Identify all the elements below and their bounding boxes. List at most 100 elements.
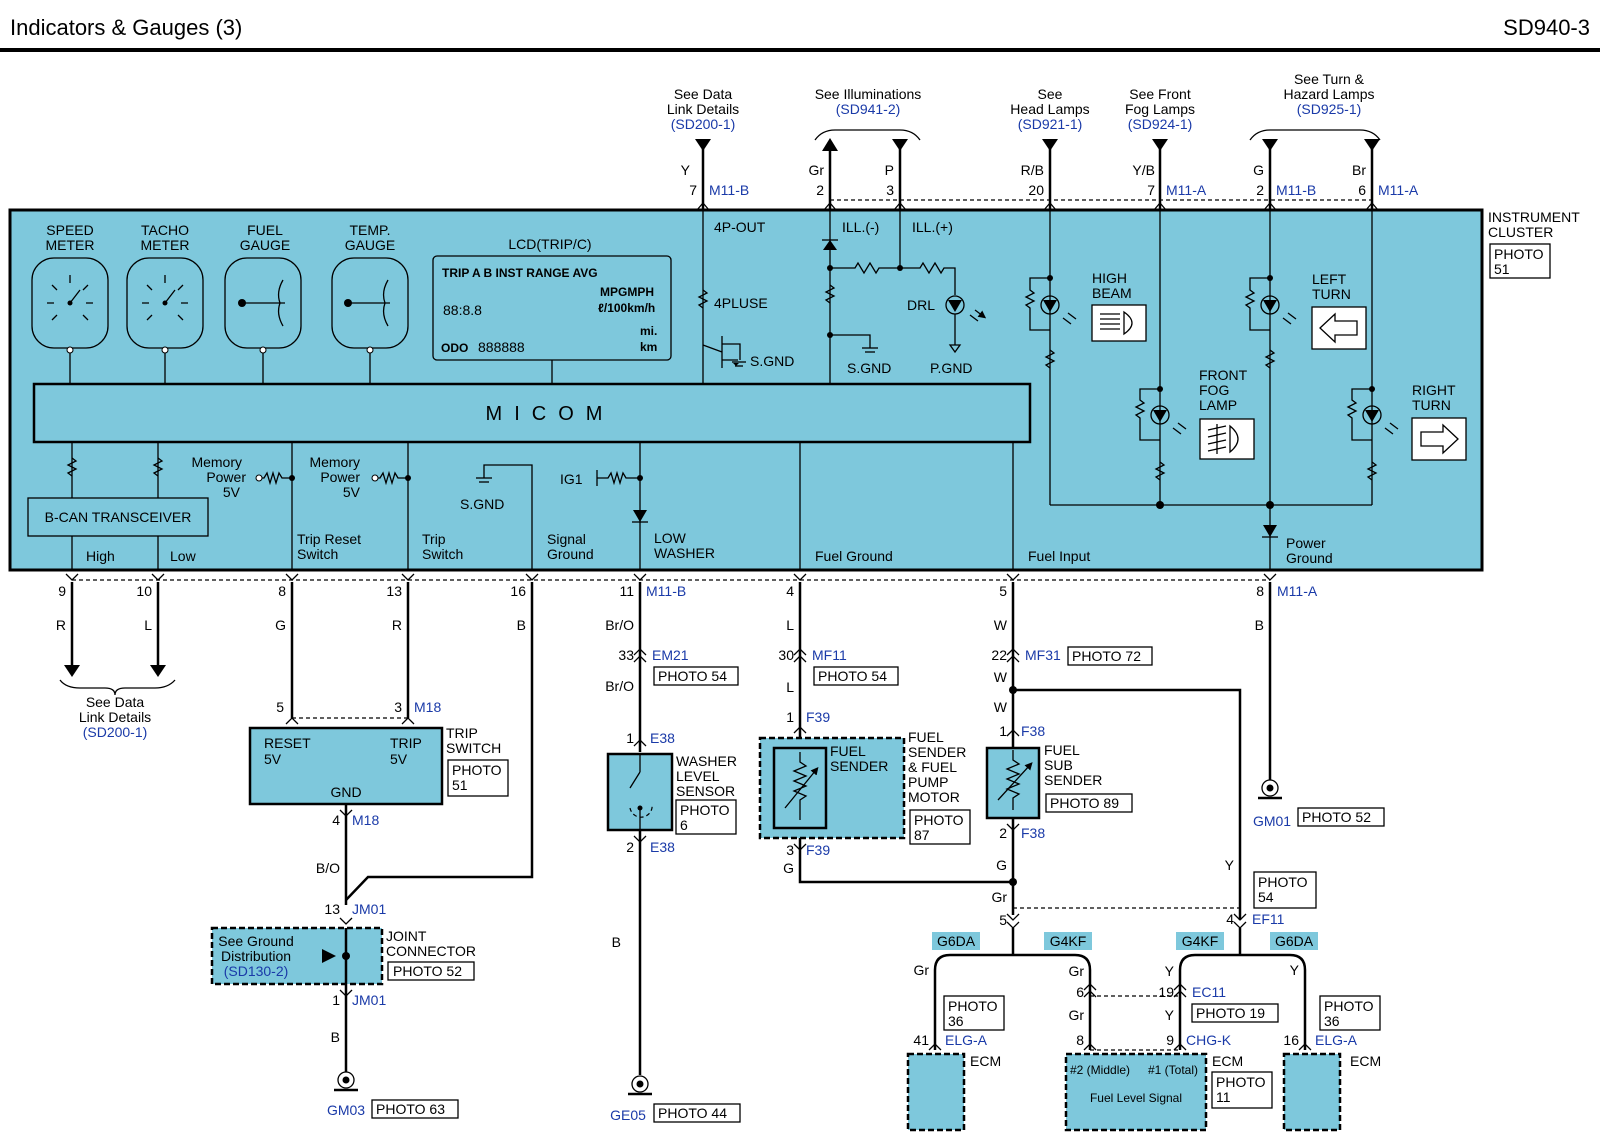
svg-text:EF11: EF11 <box>1252 911 1285 927</box>
svg-text:MPGMPH: MPGMPH <box>600 285 654 299</box>
front-fog-indicator: FRONT FOG LAMP <box>1134 367 1255 481</box>
svg-text:9: 9 <box>1166 1032 1174 1048</box>
page-code: SD940-3 <box>1503 15 1590 40</box>
svg-text:GM01: GM01 <box>1253 813 1291 829</box>
svg-text:Y: Y <box>1225 857 1235 873</box>
svg-text:(SD200-1): (SD200-1) <box>671 116 736 132</box>
svg-text:M11-B: M11-B <box>709 182 749 198</box>
svg-text:TRIP A B INST RANGE AVG: TRIP A B INST RANGE AVG <box>442 266 598 280</box>
svg-text:888888: 888888 <box>478 339 525 355</box>
svg-text:ODO: ODO <box>441 341 468 355</box>
svg-text:S.GND: S.GND <box>847 360 891 376</box>
svg-text:B: B <box>612 934 621 950</box>
svg-text:Y: Y <box>1165 1007 1175 1023</box>
high-beam-indicator: HIGH BEAM <box>1024 210 1147 505</box>
svg-text:2: 2 <box>816 182 824 198</box>
svg-text:M18: M18 <box>414 699 441 715</box>
cluster-label-2: CLUSTER <box>1488 224 1553 240</box>
svg-text:(SD925-1): (SD925-1) <box>1297 101 1362 117</box>
svg-text:GND: GND <box>330 784 361 800</box>
svg-text:Trip: Trip <box>422 531 446 547</box>
svg-text:Low: Low <box>170 548 197 564</box>
svg-text:BEAM: BEAM <box>1092 285 1132 301</box>
ref-head-lamps: See Head Lamps (SD921-1) <box>1010 86 1089 132</box>
svg-text:8: 8 <box>1256 583 1264 599</box>
trip-switch-component: 5 3 M18 RESET 5V TRIP 5V GND TRIP SWITCH… <box>248 582 509 905</box>
svg-text:EM21: EM21 <box>652 647 689 663</box>
svg-text:33: 33 <box>618 647 634 663</box>
svg-text:PHOTO: PHOTO <box>1216 1074 1266 1090</box>
svg-text:M11-A: M11-A <box>1277 583 1318 599</box>
svg-text:HIGH: HIGH <box>1092 270 1127 286</box>
svg-text:1: 1 <box>626 730 634 746</box>
power-ground-label-1: Power <box>1286 535 1326 551</box>
svg-text:(SD200-1): (SD200-1) <box>83 724 148 740</box>
svg-text:2: 2 <box>626 839 634 855</box>
svg-text:JM01: JM01 <box>352 992 386 1008</box>
svg-text:11: 11 <box>619 583 634 599</box>
indicator-common-bus <box>1050 501 1372 538</box>
svg-text:mi.: mi. <box>640 324 657 338</box>
svg-text:6: 6 <box>1076 984 1084 1000</box>
svg-text:CHG-K: CHG-K <box>1186 1032 1232 1048</box>
svg-text:#1 (Total): #1 (Total) <box>1148 1063 1198 1077</box>
svg-text:1: 1 <box>786 709 794 725</box>
svg-text:G: G <box>1253 162 1264 178</box>
svg-text:SPEED: SPEED <box>46 222 93 238</box>
svg-text:PHOTO 54: PHOTO 54 <box>818 668 887 684</box>
ecm-middle: Gr Y 6 19 EC11 PHOTO 19 Gr Y 8 9 CHG-K #… <box>1064 963 1279 1132</box>
svg-text:Br/O: Br/O <box>605 678 634 694</box>
left-turn-indicator: LEFT TURN <box>1244 271 1367 369</box>
svg-text:See Ground: See Ground <box>218 933 294 949</box>
svg-text:B: B <box>331 1029 340 1045</box>
svg-text:PHOTO: PHOTO <box>680 802 730 818</box>
svg-text:4: 4 <box>1226 911 1234 927</box>
svg-text:See: See <box>1038 86 1063 102</box>
speed-output-circuit: 4P-OUT 4PLUSE S.GND <box>697 210 794 384</box>
svg-text:LAMP: LAMP <box>1199 397 1237 413</box>
svg-text:Fuel Level Signal: Fuel Level Signal <box>1090 1091 1182 1105</box>
svg-text:4P-OUT: 4P-OUT <box>714 219 766 235</box>
svg-text:TURN: TURN <box>1412 397 1451 413</box>
svg-text:ECM: ECM <box>1212 1053 1243 1069</box>
svg-text:PHOTO 52: PHOTO 52 <box>393 963 462 979</box>
svg-text:PHOTO 89: PHOTO 89 <box>1050 795 1119 811</box>
svg-text:Br/O: Br/O <box>605 617 634 633</box>
svg-text:41: 41 <box>913 1032 929 1048</box>
svg-text:6: 6 <box>680 817 688 833</box>
svg-text:P: P <box>885 162 894 178</box>
svg-text:5V: 5V <box>223 484 241 500</box>
svg-text:TRIP: TRIP <box>446 725 478 741</box>
svg-text:GAUGE: GAUGE <box>345 237 396 253</box>
svg-text:10: 10 <box>136 583 152 599</box>
right-turn-indicator: RIGHT TURN <box>1346 210 1467 505</box>
svg-text:GM03: GM03 <box>327 1102 365 1118</box>
svg-text:9: 9 <box>58 583 66 599</box>
svg-text:R: R <box>392 617 402 633</box>
svg-text:G6DA: G6DA <box>937 933 976 949</box>
svg-text:PHOTO: PHOTO <box>914 812 964 828</box>
svg-text:(SD924-1): (SD924-1) <box>1128 116 1193 132</box>
power-ground-label-2: Ground <box>1286 550 1333 566</box>
svg-text:DRL: DRL <box>907 297 935 313</box>
svg-text:36: 36 <box>1324 1013 1340 1029</box>
micom-box <box>32 382 1032 444</box>
svg-text:PHOTO 72: PHOTO 72 <box>1072 648 1141 664</box>
svg-text:Gr: Gr <box>991 889 1007 905</box>
svg-text:4: 4 <box>786 583 794 599</box>
svg-text:Y/B: Y/B <box>1132 162 1155 178</box>
svg-text:F39: F39 <box>806 709 830 725</box>
svg-text:P.GND: P.GND <box>930 360 973 376</box>
svg-text:FUEL: FUEL <box>247 222 283 238</box>
svg-text:Y: Y <box>1290 962 1300 978</box>
svg-text:METER: METER <box>141 237 190 253</box>
svg-text:TEMP.: TEMP. <box>350 222 391 238</box>
svg-text:Hazard Lamps: Hazard Lamps <box>1283 86 1374 102</box>
svg-text:JM01: JM01 <box>352 901 386 917</box>
svg-text:Br: Br <box>1352 162 1366 178</box>
temp-gauge: TEMP. GAUGE <box>331 222 409 354</box>
svg-text:RESET: RESET <box>264 735 311 751</box>
svg-text:ILL.(+): ILL.(+) <box>912 219 953 235</box>
svg-text:Power: Power <box>206 469 246 485</box>
